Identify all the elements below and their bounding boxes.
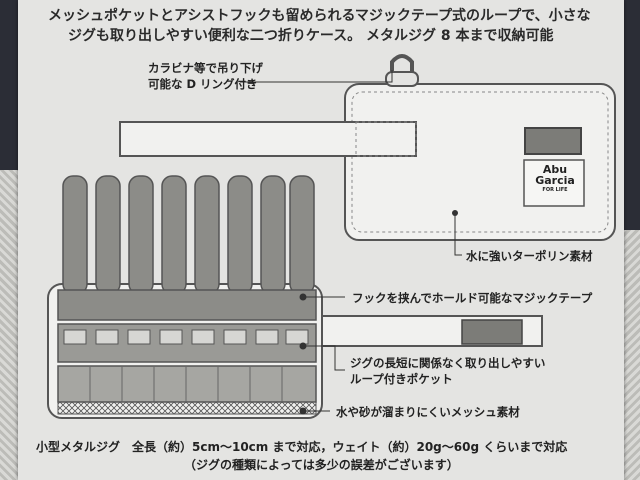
callout-tarpaulin: 水に強いターポリン素材 xyxy=(466,249,593,263)
brand-logo: Abu Garcia FOR LIFE xyxy=(522,164,588,194)
mesh-panel xyxy=(57,401,317,415)
description-line-2: ジグも取り出しやすい便利な二つ折りケース。 メタルジグ 8 本まで収納可能 xyxy=(68,28,554,44)
callout-loop-pocket: ジグの長短に関係なく取り出しやすい ループ付きポケット xyxy=(350,355,545,387)
callout-leaders xyxy=(240,70,462,415)
velcro-patch xyxy=(524,127,582,155)
magic-tape-band xyxy=(57,289,317,321)
callout-mesh: 水や砂が溜まりにくいメッシュ素材 xyxy=(336,405,520,419)
open-case xyxy=(47,175,543,419)
callout-magic-tape: フックを挟んでホールド可能なマジックテープ xyxy=(352,291,593,305)
callout-loop-pocket-line-1: ジグの長短に関係なく取り出しやすい xyxy=(350,356,546,370)
logo-tagline: FOR LIFE xyxy=(542,187,568,193)
callout-d-ring: カラビナ等で吊り下げ 可能な D リング付き xyxy=(148,60,263,92)
spec-footer: 小型メタルジグ 全長（約）5cm～10cm まで対応，ウェイト（約）20g～60… xyxy=(36,438,616,474)
callout-d-ring-line-1: カラビナ等で吊り下げ xyxy=(148,61,263,75)
spec-note: （ジグの種類によっては多少の誤差がございます） xyxy=(184,458,459,472)
callout-loop-pocket-line-2: ループ付きポケット xyxy=(350,372,453,386)
product-description: メッシュポケットとアシストフックも留められるマジックテープ式のループで、小さな … xyxy=(48,6,608,46)
magic-tape-strips xyxy=(62,175,315,295)
callout-d-ring-line-2: 可能な D リング付き xyxy=(148,77,258,91)
pocket-row xyxy=(57,365,317,403)
closed-case xyxy=(119,54,616,241)
logo-brand-line-1: Abu xyxy=(542,163,568,176)
brand-logo-box xyxy=(523,159,585,207)
description-line-1: メッシュポケットとアシストフックも留められるマジックテープ式のループで、小さな xyxy=(48,8,591,24)
spec-line: 小型メタルジグ 全長（約）5cm～10cm まで対応，ウェイト（約）20g～60… xyxy=(36,440,568,454)
d-ring-icon xyxy=(390,54,414,74)
closing-strap xyxy=(119,121,417,157)
logo-brand-line-2: Garcia xyxy=(535,174,575,187)
